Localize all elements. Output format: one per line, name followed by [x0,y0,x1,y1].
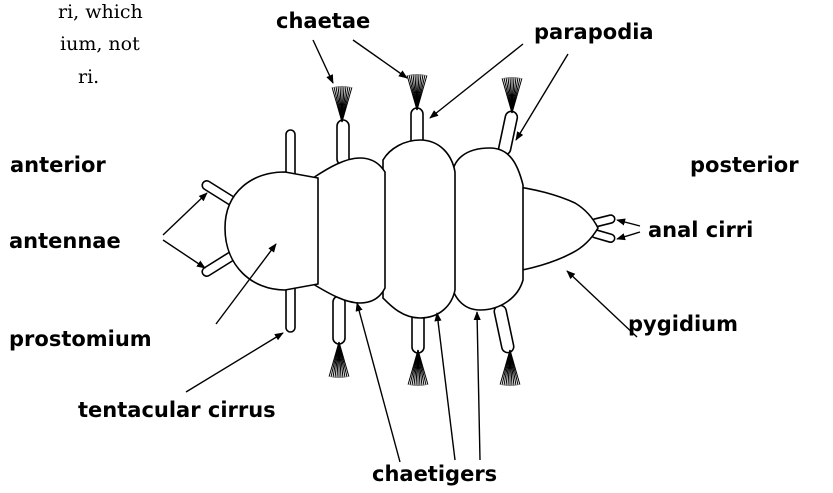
leader-parapodia-2 [516,54,568,140]
label-parapodia: parapodia [534,20,654,44]
chaetae-tuft-upper-2 [407,74,427,110]
chaetiger-2 [383,140,455,318]
prostomium [225,172,318,290]
label-antennae: antennae [9,229,121,253]
label-chaetae: chaetae [276,9,370,33]
label-chaetigers: chaetigers [372,462,497,486]
caption-fragment-line-2: ium, not [60,32,140,57]
label-pygidium: pygidium [628,312,738,336]
leader-chaetigers-3 [477,312,480,460]
leader-tentacular-cirrus [186,333,283,392]
parapodium-upper-3 [498,110,519,156]
chaetae-tuft-upper-3 [502,77,522,113]
chaetae-tuft-lower-2 [408,350,428,386]
leader-chaetigers-2 [437,313,455,460]
parapodium-lower-3 [493,304,515,353]
label-anterior: anterior [10,153,106,177]
label-tentacular-cirrus: tentacular cirrus [78,398,276,422]
label-anal-cirri: anal cirri [648,218,753,242]
parapodium-lower-1 [333,296,345,344]
caption-fragment-line-1: ri, which [58,0,143,25]
leader-chaetae-2 [353,40,407,78]
leader-antennae-lower [163,240,205,268]
chaetae-tuft-upper-1 [332,86,352,122]
label-posterior: posterior [690,153,799,177]
leader-anal-cirri-lower [617,232,640,239]
leader-antennae-upper [163,193,207,235]
leader-chaetae-1 [313,40,333,83]
label-prostomium: prostomium [9,327,152,351]
chaetae-tuft-lower-3 [500,350,520,386]
parapodium-upper-1 [337,120,349,165]
chaetiger-1 [313,158,385,303]
leader-pygidium [567,271,637,337]
leader-parapodia-1 [430,44,523,118]
chaetae-tuft-lower-1 [329,342,349,378]
leader-anal-cirri-upper [617,220,640,226]
chaetiger-3 [452,148,523,310]
caption-fragment-line-3: ri. [78,65,99,90]
leader-chaetigers-1 [357,303,400,462]
